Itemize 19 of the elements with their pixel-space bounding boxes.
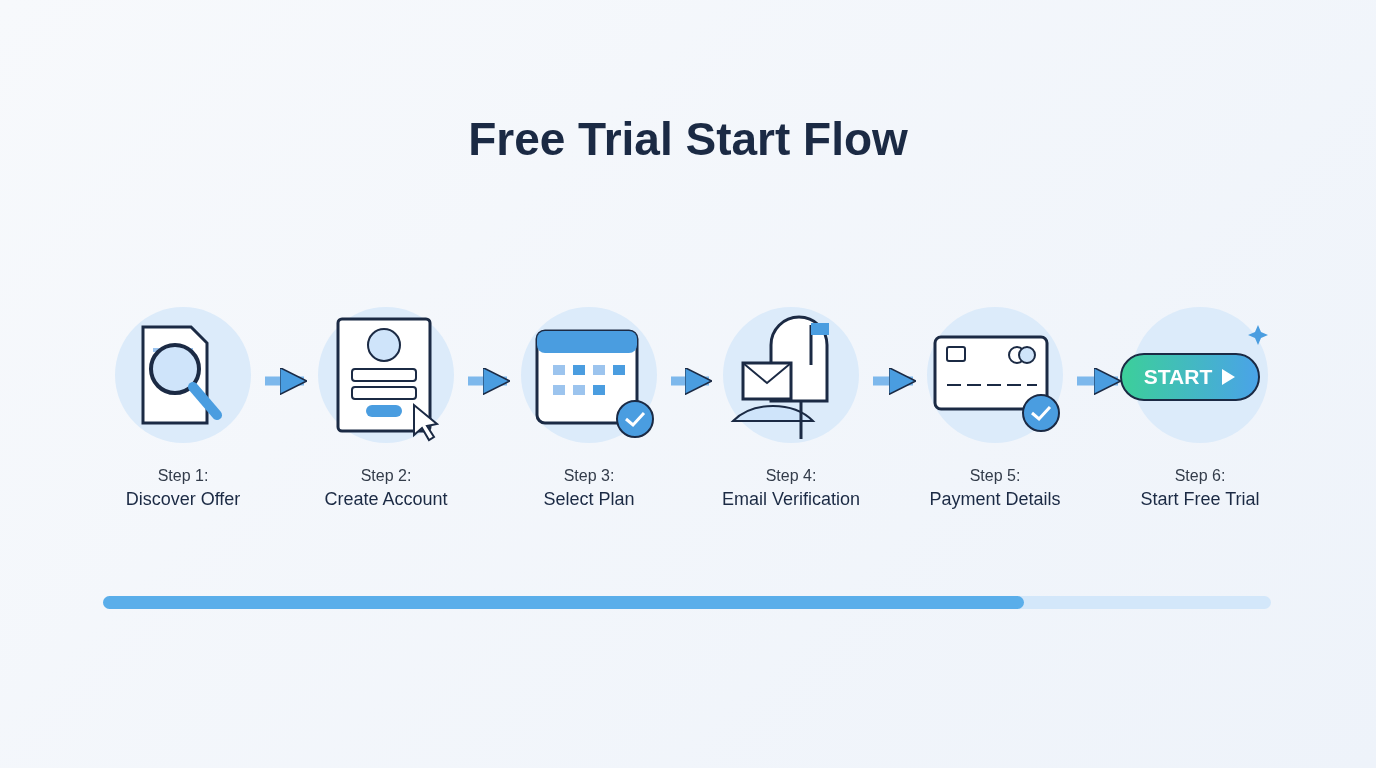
step-number: Step 6: [1173,467,1227,485]
step-number: Step 1: [156,467,210,485]
step-number: Step 2: [359,467,413,485]
arrow [1077,366,1122,396]
step-title: Create Account [323,489,449,510]
title: Free Trial Start Flow [468,112,908,166]
step-title: Payment Details [928,489,1062,510]
step-number: Step 3: [562,467,616,485]
arrow [671,366,713,396]
arrow [873,366,917,396]
step-number: Step 5: [968,467,1022,485]
step-number: Step 4: [764,467,818,485]
arrow [468,366,511,396]
step-title: Select Plan [542,489,636,510]
step-title: Email Verification [720,489,862,510]
step-title: Discover Offer [124,489,242,510]
step-title: Start Free Trial [1139,489,1261,510]
arrow [265,366,308,396]
start-button: START [1120,353,1260,401]
